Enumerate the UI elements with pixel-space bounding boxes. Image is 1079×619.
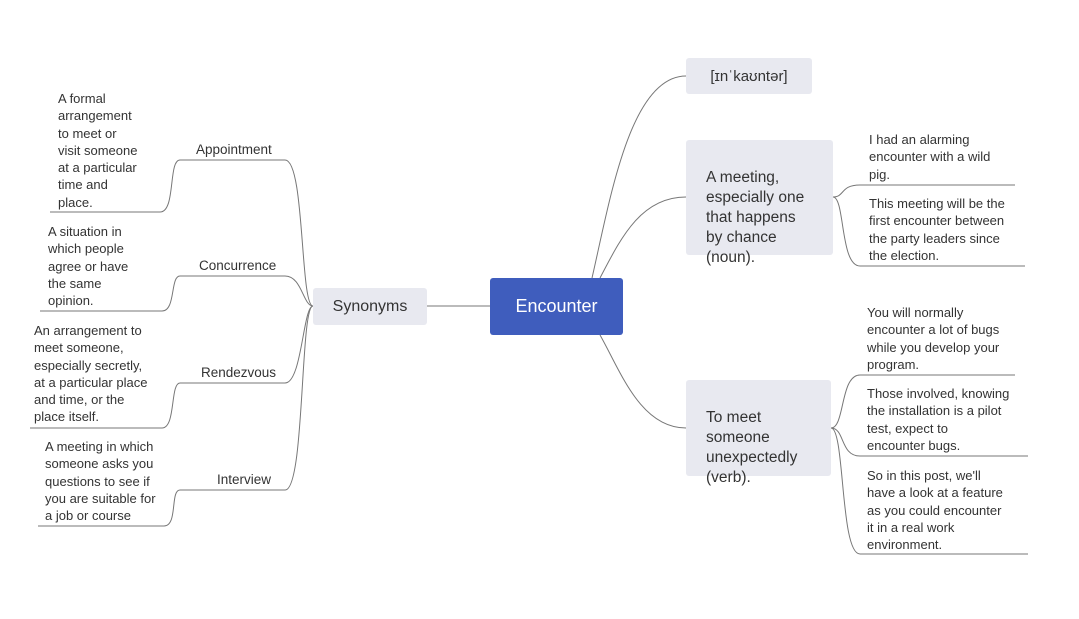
meaning-noun-definition: A meeting, especially one that happens b… <box>706 169 805 266</box>
verb-example-2[interactable]: Those involved, knowing the installation… <box>867 386 1010 453</box>
link-center-pronunciation <box>591 75 687 279</box>
synonym-concurrence-definition[interactable]: A situation in which people agree or hav… <box>48 224 129 309</box>
synonym-appointment[interactable]: Appointment <box>196 142 272 157</box>
meaning-noun-topic[interactable]: A meeting, especially one that happens b… <box>686 140 833 266</box>
link-synonyms-interview <box>180 305 314 491</box>
central-topic-label: Encounter <box>515 296 598 316</box>
synonym-interview[interactable]: Interview <box>217 472 272 487</box>
noun-example-1[interactable]: I had an alarming encounter with a wild … <box>869 132 991 182</box>
synonym-rendezvous-definition[interactable]: An arrangement to meet someone, especial… <box>34 323 148 425</box>
link-rendezvous-def <box>30 382 181 429</box>
link-concurrence-def <box>40 275 181 312</box>
synonym-appointment-definition[interactable]: A formal arrangement to meet or visit so… <box>58 91 138 210</box>
link-appointment-def <box>50 159 181 213</box>
synonym-concurrence[interactable]: Concurrence <box>199 258 277 273</box>
noun-example-2[interactable]: This meeting will be the first encounter… <box>869 196 1005 263</box>
link-verb-example-3 <box>830 427 1028 555</box>
synonyms-topic[interactable]: Synonyms <box>313 288 427 325</box>
synonym-interview-definition[interactable]: A meeting in which someone asks you ques… <box>45 439 156 524</box>
link-noun-example-1 <box>832 184 1015 198</box>
pronunciation-label: [ɪnˈkaʊntər] <box>710 67 788 85</box>
link-synonyms-appointment <box>180 159 314 307</box>
link-center-noun <box>599 196 687 279</box>
link-verb-example-1 <box>830 374 1015 429</box>
central-topic[interactable]: Encounter <box>490 278 623 335</box>
verb-example-3[interactable]: So in this post, we'll have a look at a … <box>867 468 1003 553</box>
link-verb-example-2 <box>830 427 1028 457</box>
link-noun-example-2 <box>832 196 1025 267</box>
synonyms-topic-label: Synonyms <box>332 297 408 315</box>
meaning-verb-topic[interactable]: To meet someone unexpectedly (verb). <box>686 380 831 486</box>
synonym-rendezvous[interactable]: Rendezvous <box>201 365 277 380</box>
verb-example-1[interactable]: You will normally encounter a lot of bug… <box>867 305 1000 372</box>
link-synonyms-concurrence <box>180 275 314 307</box>
link-synonyms-rendezvous <box>180 305 314 384</box>
meaning-verb-definition: To meet someone unexpectedly (verb). <box>706 409 798 486</box>
link-interview-def <box>38 489 181 527</box>
pronunciation-topic[interactable]: [ɪnˈkaʊntər] <box>686 58 812 94</box>
link-center-verb <box>599 334 687 429</box>
